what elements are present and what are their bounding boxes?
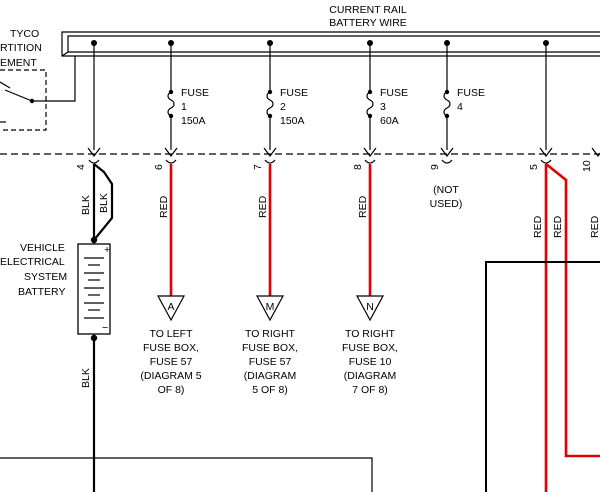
fuse-1-label: FUSE (181, 87, 209, 99)
wire-color-red-3: RED (357, 195, 369, 218)
partition-element: TYCO RTITION EMENT (0, 28, 76, 131)
wire-color-blk-a: BLK (80, 195, 92, 215)
dest-n-line5: 7 OF 8) (352, 384, 388, 396)
dest-n-line3: FUSE 10 (349, 356, 392, 368)
fuse-3-label: FUSE (380, 87, 408, 99)
fuse-2: FUSE 2 150A (266, 43, 308, 150)
connector-pins (87, 147, 600, 164)
connector-m: M (255, 295, 285, 322)
pin-number-6: 6 (153, 164, 165, 170)
wire-color-blk-ground: BLK (80, 368, 92, 388)
dest-n-line4: (DIAGRAM (344, 370, 397, 382)
lower-right-component-box (485, 261, 600, 492)
fuse-2-label: FUSE (280, 87, 308, 99)
partition-label-line3: EMENT (0, 57, 37, 69)
wire-color-blk-b: BLK (98, 193, 110, 213)
fuse-2-rating: 150A (280, 115, 305, 127)
fuse-3-rating: 60A (380, 115, 399, 127)
connector-n-letter: N (366, 301, 374, 313)
dest-m-line4: (DIAGRAM (244, 370, 297, 382)
fuse-3: FUSE 3 60A (366, 43, 408, 150)
not-used-label-line1: (NOT (433, 184, 459, 196)
pin-5-red-wires (544, 162, 600, 492)
pin-number-10: 10 (581, 160, 593, 172)
current-rail-label-line2: BATTERY WIRE (329, 17, 407, 29)
not-used-label-line2: USED) (430, 198, 463, 210)
pin-number-5: 5 (528, 164, 540, 170)
wire-color-red-1: RED (158, 195, 170, 218)
pin-number-9: 9 (429, 164, 441, 170)
dest-m-line3: FUSE 57 (249, 356, 292, 368)
connector-m-letter: M (266, 301, 275, 313)
connector-m-destination: TO RIGHT FUSE BOX, FUSE 57 (DIAGRAM 5 OF… (242, 328, 298, 396)
dest-m-line5: 5 OF 8) (252, 384, 288, 396)
rail-tap-dots (91, 40, 549, 46)
connector-n-destination: TO RIGHT FUSE BOX, FUSE 10 (DIAGRAM 7 OF… (342, 328, 398, 396)
dest-a-line4: (DIAGRAM 5 (140, 370, 201, 382)
battery-label-line4: BATTERY (18, 286, 65, 298)
connector-a-destination: TO LEFT FUSE BOX, FUSE 57 (DIAGRAM 5 OF … (140, 328, 201, 396)
fuse-1: FUSE 1 150A (167, 43, 209, 150)
fuse-3-number: 3 (380, 101, 386, 113)
wire-color-red-5a: RED (532, 215, 544, 238)
partition-label-line2: RTITION (0, 42, 42, 54)
dest-a-line1: TO LEFT (150, 328, 194, 340)
battery-label-line1: VEHICLE (20, 242, 65, 254)
battery-label-line2: ELECTRICAL (0, 256, 65, 268)
fuse-4-label: FUSE (457, 87, 485, 99)
battery-minus-sign: − (102, 322, 108, 334)
fuse-1-rating: 150A (181, 115, 206, 127)
current-rail-bus (61, 31, 600, 57)
wire-color-red-5b: RED (552, 215, 564, 238)
fuse-4-number: 4 (457, 101, 463, 113)
connector-n: N (355, 295, 385, 322)
connector-a: A (156, 295, 186, 322)
dest-n-line1: TO RIGHT (345, 328, 396, 340)
wire-color-red-2: RED (257, 195, 269, 218)
pin-number-7: 7 (252, 164, 264, 170)
dest-a-line2: FUSE BOX, (143, 342, 199, 354)
dest-m-line2: FUSE BOX, (242, 342, 298, 354)
pin-number-8: 8 (352, 164, 364, 170)
connector-a-letter: A (167, 301, 174, 313)
dest-n-line2: FUSE BOX, (342, 342, 398, 354)
partition-label-line1: TYCO (10, 28, 39, 40)
pin-number-4: 4 (75, 164, 87, 170)
battery-symbol (77, 240, 111, 342)
current-rail-label-line1: CURRENT RAIL (329, 4, 407, 16)
dest-a-line3: FUSE 57 (150, 356, 193, 368)
fuse-1-number: 1 (181, 101, 187, 113)
battery-plus-sign: + (104, 244, 110, 256)
lower-left-component-box (0, 457, 373, 492)
fuse-4: FUSE 4 (443, 43, 485, 150)
wire-color-red-10: RED (589, 215, 600, 238)
dest-a-line5: OF 8) (158, 384, 185, 396)
fuse-2-number: 2 (280, 101, 286, 113)
battery-label-line3: SYSTEM (24, 271, 67, 283)
dest-m-line1: TO RIGHT (245, 328, 296, 340)
battery-blk-wires (90, 163, 114, 244)
rail-drops (93, 43, 547, 150)
